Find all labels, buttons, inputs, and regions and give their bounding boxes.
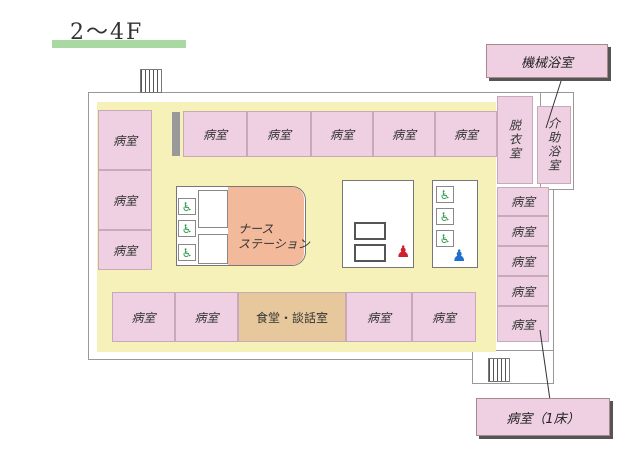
nurse-station[interactable] [228,187,304,265]
single-room-callout[interactable]: 病室（1床） [476,398,610,436]
male-toilet-icon: ♟ [452,246,467,265]
undressing-room[interactable]: 脱衣室 [497,96,533,184]
wheelchair-icon: ♿ [436,208,454,225]
bath-room-callout[interactable]: 機械浴室 [486,44,608,78]
ward-room-right-5[interactable]: 病室 [497,306,549,342]
wheelchair-icon: ♿ [178,220,196,237]
ward-room-bottom-1[interactable]: 病室 [112,292,175,342]
building-bottom-extension [472,350,554,384]
dining-lounge[interactable]: 食堂・談話室 [238,292,346,342]
ward-room-top-5[interactable]: 病室 [435,111,497,157]
ward-room-right-3[interactable]: 病室 [497,246,549,276]
wheelchair-icon: ♿ [436,230,454,247]
ward-room-bottom-3[interactable]: 病室 [346,292,412,342]
ward-room-top-4[interactable]: 病室 [373,111,435,157]
nurse-station-label: ナース ステーション [238,222,310,251]
ward-room-bottom-4[interactable]: 病室 [412,292,476,342]
stairs-bottom [488,358,510,382]
elevator [354,244,386,262]
ward-room-right-2[interactable]: 病室 [497,216,549,246]
wheelchair-icon: ♿ [178,198,196,215]
floor-title-underline [52,40,186,48]
ward-room-left-1[interactable]: 病室 [98,110,152,170]
utility-room [198,234,228,264]
ward-room-right-4[interactable]: 病室 [497,276,549,306]
elevator [354,222,386,240]
ward-room-left-3[interactable]: 病室 [98,230,152,270]
ward-room-top-2[interactable]: 病室 [247,111,311,157]
assisted-bath-room[interactable]: 介助浴室 [537,106,571,184]
wall-segment [172,112,180,156]
wheelchair-icon: ♿ [436,186,454,203]
utility-room [198,190,228,228]
female-toilet-icon: ♟ [396,242,411,261]
ward-room-left-2[interactable]: 病室 [98,170,152,230]
ward-room-bottom-2[interactable]: 病室 [175,292,238,342]
ward-room-top-3[interactable]: 病室 [311,111,373,157]
ward-room-right-1[interactable]: 病室 [497,187,549,216]
wheelchair-icon: ♿ [178,244,196,261]
stairs-top [140,69,162,93]
ward-room-top-1[interactable]: 病室 [183,111,247,157]
